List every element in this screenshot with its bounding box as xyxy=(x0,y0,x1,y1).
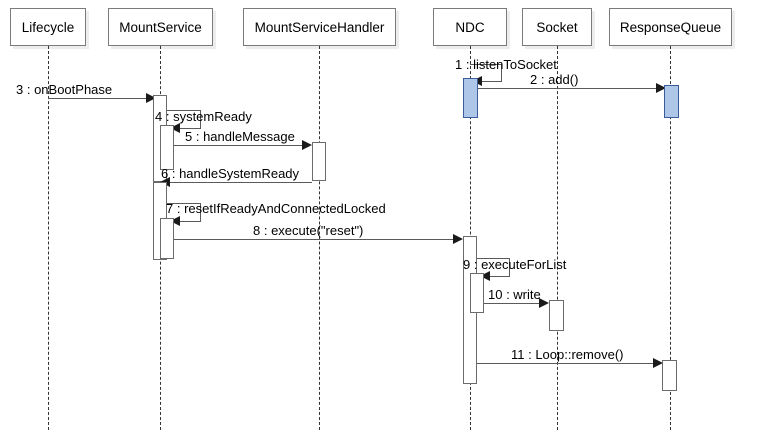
activation-mountservicehandler xyxy=(312,142,326,181)
message-7-line-side xyxy=(200,203,201,221)
message-2-arrowhead xyxy=(656,83,666,93)
message-7-label: 7 : resetIfReadyAndConnectedLocked xyxy=(166,201,386,216)
message-10-line xyxy=(484,303,544,304)
participant-label: NDC xyxy=(455,19,485,35)
message-10-arrowhead xyxy=(539,298,549,308)
message-4-line-top xyxy=(167,110,201,111)
participant-label: MountServiceHandler xyxy=(254,19,385,35)
message-7-arrowhead xyxy=(170,216,180,226)
message-6-label: 6 : handleSystemReady xyxy=(161,166,300,181)
message-8-label: 8 : execute("reset") xyxy=(253,223,364,238)
message-7-line-bottom xyxy=(180,221,201,222)
participant-label: ResponseQueue xyxy=(619,19,722,35)
message-9-label: 9 : executeForList xyxy=(463,257,567,272)
message-8-arrowhead xyxy=(453,234,463,244)
message-8-line xyxy=(174,239,457,240)
participant-lifecycle[interactable]: Lifecycle xyxy=(10,8,86,46)
message-3-arrowhead xyxy=(146,93,156,103)
participant-label: Lifecycle xyxy=(21,19,75,35)
lifeline-lifecycle xyxy=(48,46,49,430)
participant-socket[interactable]: Socket xyxy=(522,8,592,46)
message-9-line-bottom xyxy=(490,276,510,277)
message-11-label: 11 : Loop::remove() xyxy=(511,347,624,362)
lifeline-socket xyxy=(557,46,558,430)
lifeline-mountservicehandler xyxy=(319,46,320,430)
activation-socket xyxy=(549,300,564,331)
message-4-label: 4 : systemReady xyxy=(155,109,252,124)
message-1-line-side xyxy=(501,64,502,81)
message-9-line-side xyxy=(509,258,510,276)
lifeline-responsequeue xyxy=(670,46,671,430)
message-9-line-top xyxy=(477,258,510,259)
message-3-line xyxy=(48,98,153,99)
participant-mountservicehandler[interactable]: MountServiceHandler xyxy=(243,8,396,46)
activation-responsequeue-top xyxy=(664,85,679,118)
message-5-label: 5 : handleMessage xyxy=(185,129,295,144)
message-11-arrowhead xyxy=(653,358,663,368)
message-2-label: 2 : add() xyxy=(530,72,579,87)
activation-responsequeue-bottom xyxy=(662,360,677,391)
message-10-label: 10 : write xyxy=(488,287,541,302)
message-9-arrowhead xyxy=(480,271,490,281)
message-4-line-bottom xyxy=(180,128,201,129)
activation-mountservice-nested-1 xyxy=(160,125,174,170)
message-1-label: 1 : listenToSocket xyxy=(455,57,557,72)
message-1-line-bottom xyxy=(482,81,502,82)
participant-label: Socket xyxy=(536,19,578,35)
message-1-line-top xyxy=(470,64,502,65)
message-5-line xyxy=(174,145,305,146)
message-7-line-top xyxy=(167,203,201,204)
message-4-line-side xyxy=(200,110,201,128)
participant-responsequeue[interactable]: ResponseQueue xyxy=(609,8,732,46)
message-6-line xyxy=(162,182,312,183)
message-2-line xyxy=(478,88,663,89)
participant-label: MountService xyxy=(119,19,202,35)
message-5-arrowhead xyxy=(302,140,312,150)
message-11-line xyxy=(477,363,659,364)
message-3-label: 3 : onBootPhase xyxy=(16,82,113,97)
message-4-arrowhead xyxy=(170,123,180,133)
participant-mountservice[interactable]: MountService xyxy=(108,8,213,46)
activation-ndc-nested xyxy=(470,273,484,313)
activation-mountservice-nested-2 xyxy=(160,218,174,259)
participant-ndc[interactable]: NDC xyxy=(433,8,507,46)
activation-ndc-top xyxy=(463,78,478,118)
